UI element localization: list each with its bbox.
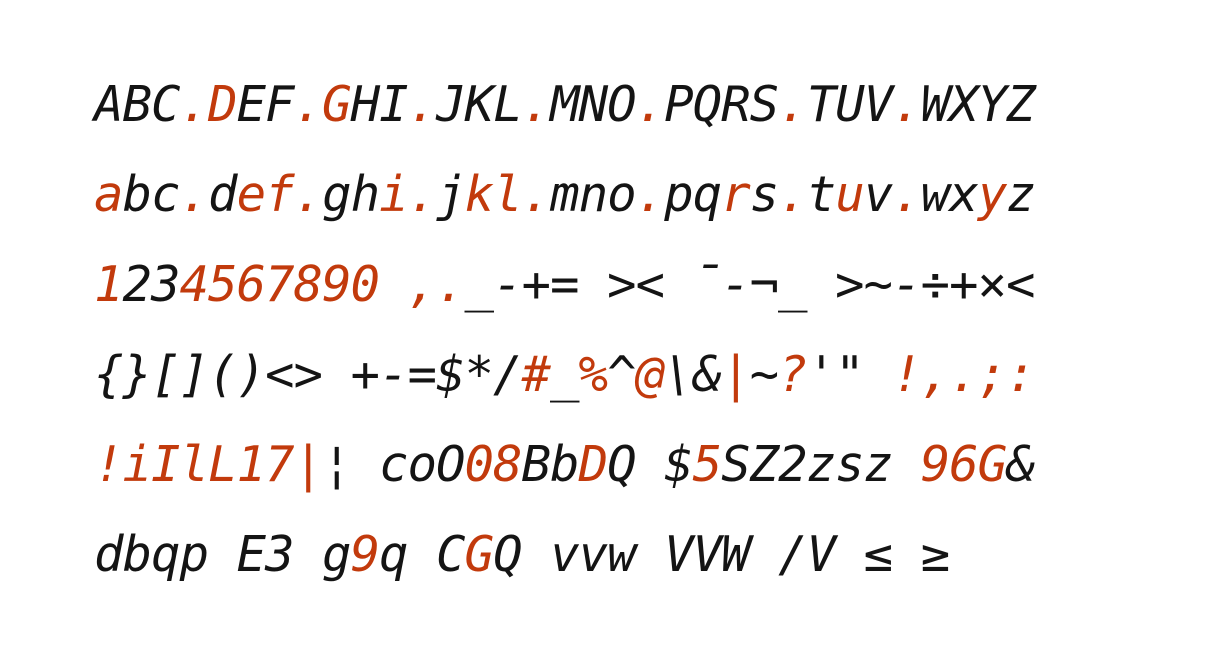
highlighted-glyphs: u [835, 166, 864, 223]
glyphs: d [208, 166, 237, 223]
highlighted-glyphs: % [578, 346, 608, 403]
specimen-line: abc.def.ghi.jkl.mno.pqrs.tuv.wxyz [94, 150, 1194, 240]
glyphs: Bb [521, 436, 580, 493]
glyphs: EF [236, 76, 295, 133]
highlighted-glyphs: . [778, 166, 807, 223]
highlighted-glyphs: y [977, 166, 1007, 223]
glyphs: q C [379, 526, 466, 583]
glyphs: mno [550, 166, 637, 223]
highlighted-glyphs: . [778, 76, 807, 133]
glyphs: & [1006, 436, 1035, 493]
glyphs: PQRS [664, 76, 779, 133]
highlighted-glyphs: | [721, 346, 750, 403]
glyphs: pq [664, 166, 722, 223]
highlighted-glyphs: ef. [236, 166, 324, 223]
glyphs: v [863, 166, 893, 223]
glyphs: 23 [122, 256, 181, 313]
glyphs: JKL [436, 76, 523, 133]
highlighted-glyphs: D [578, 436, 608, 493]
glyphs: j [436, 166, 465, 223]
specimen-line: {}[]()<> +-=$*/#_%^@\&|~?'" !,.;: [94, 330, 1194, 420]
highlighted-glyphs: @ [635, 346, 665, 403]
highlighted-glyphs: # [521, 346, 551, 403]
glyphs: ^ [607, 346, 636, 403]
highlighted-glyphs: !iIlL17| [94, 436, 323, 493]
glyphs: Q $ [607, 436, 694, 493]
glyphs: t [806, 166, 836, 223]
highlighted-glyphs: 08 [464, 436, 523, 493]
glyphs: _ [550, 346, 579, 403]
specimen-line: dbqp E3 g9q CGQ vvw VVW /V ≤ ≥ [94, 510, 1194, 600]
highlighted-glyphs: 5 [692, 436, 722, 493]
highlighted-glyphs: 9 [350, 526, 380, 583]
highlighted-glyphs: . [892, 166, 921, 223]
highlighted-glyphs: 4567890 ,. [179, 256, 466, 313]
specimen-line: ABC.DEF.GHI.JKL.MNO.PQRS.TUV.WXYZ [94, 60, 1194, 150]
glyphs: HI [350, 76, 409, 133]
glyphs: ~ [749, 346, 779, 403]
highlighted-glyphs: . [892, 76, 921, 133]
highlighted-glyphs: 1 [94, 256, 123, 313]
highlighted-glyphs: 96G [920, 436, 1008, 493]
glyphs: ABC [94, 76, 181, 133]
highlighted-glyphs: i. [379, 166, 437, 223]
glyphs: \& [664, 346, 722, 403]
glyphs: MNO [550, 76, 637, 133]
highlighted-glyphs: kl. [464, 166, 552, 223]
glyphs: wx [920, 166, 979, 223]
glyphs: Q vvw VVW /V ≤ ≥ [493, 526, 950, 583]
highlighted-glyphs: . [635, 76, 665, 133]
glyphs: TUV [806, 76, 894, 133]
glyphs: bc [122, 166, 181, 223]
glyphs: '" [806, 346, 893, 403]
specimen-line: 1234567890 ,._-+= >< ¯-¬_ >~-÷+×< [94, 240, 1194, 330]
highlighted-glyphs: . [179, 166, 209, 223]
glyphs: gh [322, 166, 380, 223]
highlighted-glyphs: .D [179, 76, 238, 133]
highlighted-glyphs: G [464, 526, 494, 583]
glyphs: SZ2zsz [721, 436, 921, 493]
highlighted-glyphs: .G [293, 76, 352, 133]
glyphs: _-+= >< ¯-¬_ >~-÷+×< [464, 256, 1036, 313]
highlighted-glyphs: . [635, 166, 665, 223]
glyphs: z [1006, 166, 1035, 223]
highlighted-glyphs: . [521, 76, 551, 133]
highlighted-glyphs: . [407, 76, 437, 133]
glyphs: ¦ coO [322, 436, 466, 493]
highlighted-glyphs: !,.;: [892, 346, 1036, 403]
specimen-line: !iIlL17|¦ coO08BbDQ $5SZ2zsz 96G& [94, 420, 1194, 510]
highlighted-glyphs: ? [778, 346, 807, 403]
glyphs: {}[]()<> +-=$*/ [94, 346, 523, 403]
glyphs: dbqp E3 g [94, 526, 352, 583]
highlighted-glyphs: a [94, 166, 123, 223]
glyphs: s [749, 166, 779, 223]
highlighted-glyphs: r [721, 166, 750, 223]
glyphs: WXYZ [920, 76, 1036, 133]
